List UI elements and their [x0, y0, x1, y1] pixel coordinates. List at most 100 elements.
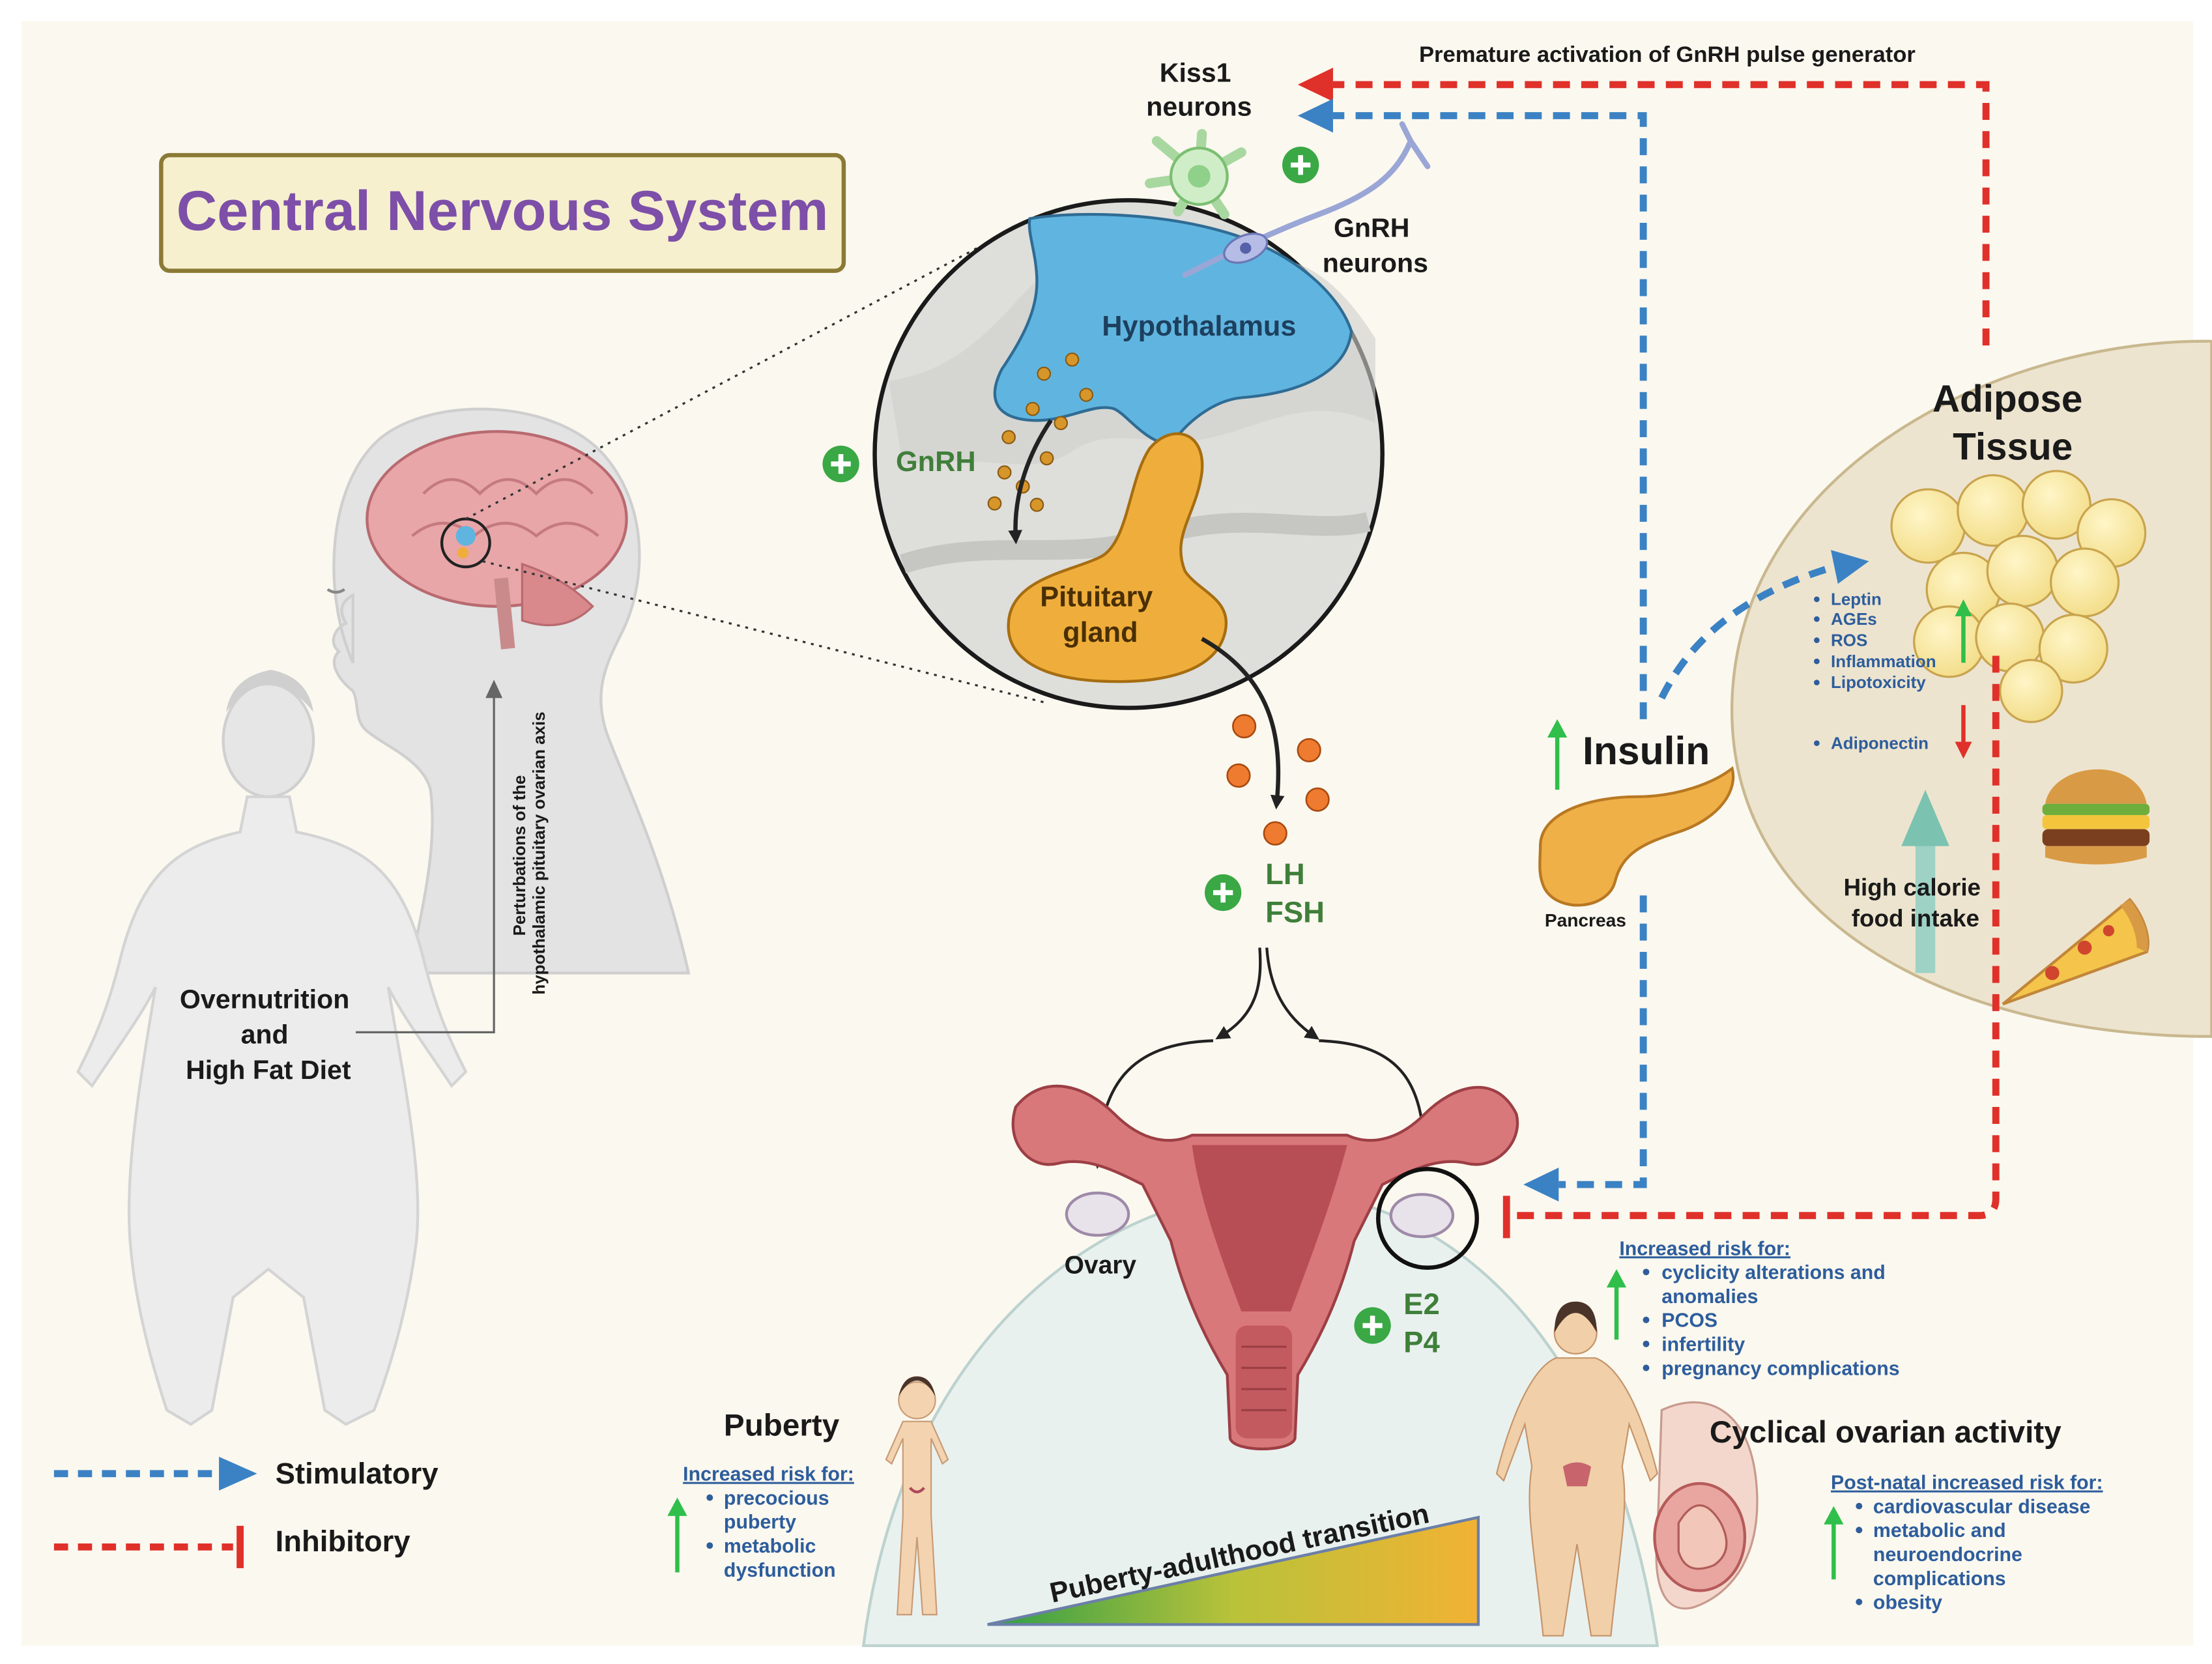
head-silhouette: [326, 407, 691, 975]
insulin-label: Insulin: [1583, 728, 1710, 773]
perturbation-arrow: [356, 683, 495, 1033]
cyclical-title: Cyclical ovarian activity: [1710, 1415, 2061, 1450]
adipose-up-1: Leptin: [1831, 590, 1882, 609]
woman-figure: [1495, 1301, 1658, 1637]
neuron-icon: [1145, 129, 1246, 220]
plus-circle-icon: [1205, 874, 1242, 911]
closed-eye-icon: [326, 588, 345, 594]
up-arrow-icon: [667, 1497, 687, 1573]
overnutrition-line-1: Overnutrition: [180, 984, 349, 1014]
body-silhouette: [76, 670, 468, 1426]
svg-text:Overnutrition and: Overnutrition and High Fat Diet: [180, 984, 357, 1085]
perturbations-label: Perturbations of the hypothalamic pituit…: [510, 711, 549, 994]
legend-inhibitory-label: Inhibitory: [276, 1525, 411, 1558]
perturbations-line-2: hypothalamic pituitary ovarian axis: [529, 711, 549, 994]
postnatal-1: cardiovascular disease: [1873, 1496, 2090, 1517]
postnatal-header: Post-natal increased risk for:: [1831, 1472, 2103, 1494]
adipose-up-3: ROS: [1831, 630, 1867, 650]
perturbations-line-1: Perturbations of the: [510, 775, 529, 936]
gnrh-neuron-icon: [1182, 121, 1431, 278]
stimulatory-arrow-top: [1332, 112, 1647, 719]
top-arrow-label: Premature activation of GnRH pulse gener…: [1419, 42, 1916, 67]
kiss1-line-1: Kiss1: [1160, 58, 1231, 88]
high-calorie-line-2: food intake: [1852, 905, 1979, 932]
adipose-line-2: Tissue: [1953, 426, 2073, 468]
right-ovary: [1389, 1193, 1455, 1239]
gnrh-release-arrow: [1008, 419, 1053, 545]
lh-fsh-release-arrow: [1201, 637, 1285, 810]
adult-risk-header: Increased risk for:: [1619, 1238, 1790, 1259]
kiss1-label: Kiss1 neurons: [1146, 58, 1252, 122]
inhibitory-arrow-ovary: [1516, 655, 2000, 1220]
lh-label: LH: [1265, 857, 1305, 891]
down-arrow-icon: [1955, 705, 1972, 759]
adult-risk-1b: anomalies: [1661, 1286, 1758, 1308]
pituitary-line-1: Pituitary: [1040, 582, 1153, 613]
puberty-title: Puberty: [724, 1408, 840, 1442]
up-arrow-icon: [1824, 1506, 1844, 1580]
fat-cells-icon: [1890, 470, 2147, 723]
kiss1-line-2: neurons: [1146, 91, 1252, 121]
pituitary-line-2: gland: [1063, 617, 1138, 648]
cns-title-box: Central Nervous System: [159, 152, 846, 273]
gnrh-neurons-line-1: GnRH: [1334, 213, 1409, 243]
fsh-label: FSH: [1265, 896, 1325, 929]
adipose-up-2: AGEs: [1831, 609, 1877, 629]
adipose-up-list: Leptin AGEs ROS Inflammation Lipotoxicit…: [1814, 590, 1936, 753]
postnatal-list: cardiovascular disease metabolic and neu…: [1856, 1496, 2090, 1614]
adipose-up-4: Inflammation: [1831, 652, 1936, 671]
high-calorie-arrow: [1901, 790, 1949, 973]
postnatal-2b: neuroendocrine: [1873, 1544, 2022, 1566]
adult-risk-3: infertility: [1661, 1334, 1745, 1356]
ovary-highlight-circle: [1375, 1167, 1479, 1270]
adipose-line-1: Adipose: [1932, 378, 2082, 420]
overnutrition-label: Overnutrition and High Fat Diet: [180, 984, 357, 1085]
adipose-down-1: Adiponectin: [1831, 733, 1929, 753]
pizza-icon: [2002, 897, 2149, 1006]
plus-circle-icon: [1354, 1307, 1391, 1344]
postnatal-2a: metabolic and: [1873, 1520, 2006, 1542]
cns-title: Central Nervous System: [177, 180, 829, 242]
pituitary-label: Pituitary gland: [1040, 582, 1160, 648]
puberty-risk-1a: precocious: [724, 1487, 829, 1509]
puberty-risk-1b: puberty: [724, 1512, 796, 1533]
pregnancy-icon: [1653, 1401, 1759, 1610]
lh-fsh-granules: [1226, 714, 1330, 846]
adipose-label: Adipose Tissue: [1932, 378, 2093, 468]
pancreas-label: Pancreas: [1545, 910, 1626, 930]
plus-circle-icon: [1282, 147, 1319, 184]
up-arrow-icon: [1606, 1269, 1627, 1340]
p4-label: P4: [1403, 1326, 1440, 1359]
overnutrition-line-2: and: [241, 1020, 289, 1050]
legend: Stimulatory Inhibitory: [53, 1456, 438, 1568]
adipose-up-5: Lipotoxicity: [1831, 672, 1926, 692]
girl-figure: [885, 1376, 949, 1616]
zoom-line-bottom: [482, 560, 1044, 704]
up-arrow-icon: [1955, 599, 1972, 663]
gnrh-label: GnRH: [896, 446, 976, 478]
gnrh-neurons-label: GnRH neurons: [1323, 213, 1428, 278]
plus-circle-icon: [822, 445, 859, 483]
hypothalamus-zoom-circle: [872, 198, 1385, 710]
hypothalamus-label: Hypothalamus: [1102, 311, 1296, 342]
overnutrition-line-3: High Fat Diet: [186, 1055, 351, 1085]
inhibitory-arrow-top: [1332, 81, 1990, 346]
cerebellum: [521, 562, 594, 627]
up-arrow-icon: [1547, 719, 1568, 790]
pancreas-icon: [1538, 766, 1735, 907]
high-calorie-line-1: High calorie: [1843, 874, 1981, 900]
postnatal-2c: complications: [1873, 1568, 2006, 1590]
adult-risk-4: pregnancy complications: [1661, 1358, 1899, 1379]
left-ovary: [1065, 1191, 1130, 1237]
adult-risk-list: cyclicity alterations and anomalies PCOS…: [1643, 1262, 1900, 1379]
stimulatory-arrow-ovary: [1558, 895, 1647, 1188]
postnatal-3: obesity: [1873, 1592, 1942, 1614]
e2-label: E2: [1403, 1287, 1440, 1321]
gnrh-neurons-line-2: neurons: [1323, 248, 1428, 278]
puberty-risk-2a: metabolic: [724, 1536, 816, 1557]
pituitary-shape: [1007, 432, 1228, 683]
burger-icon: [2042, 769, 2150, 865]
high-calorie-label: High calorie food intake: [1843, 874, 1987, 932]
